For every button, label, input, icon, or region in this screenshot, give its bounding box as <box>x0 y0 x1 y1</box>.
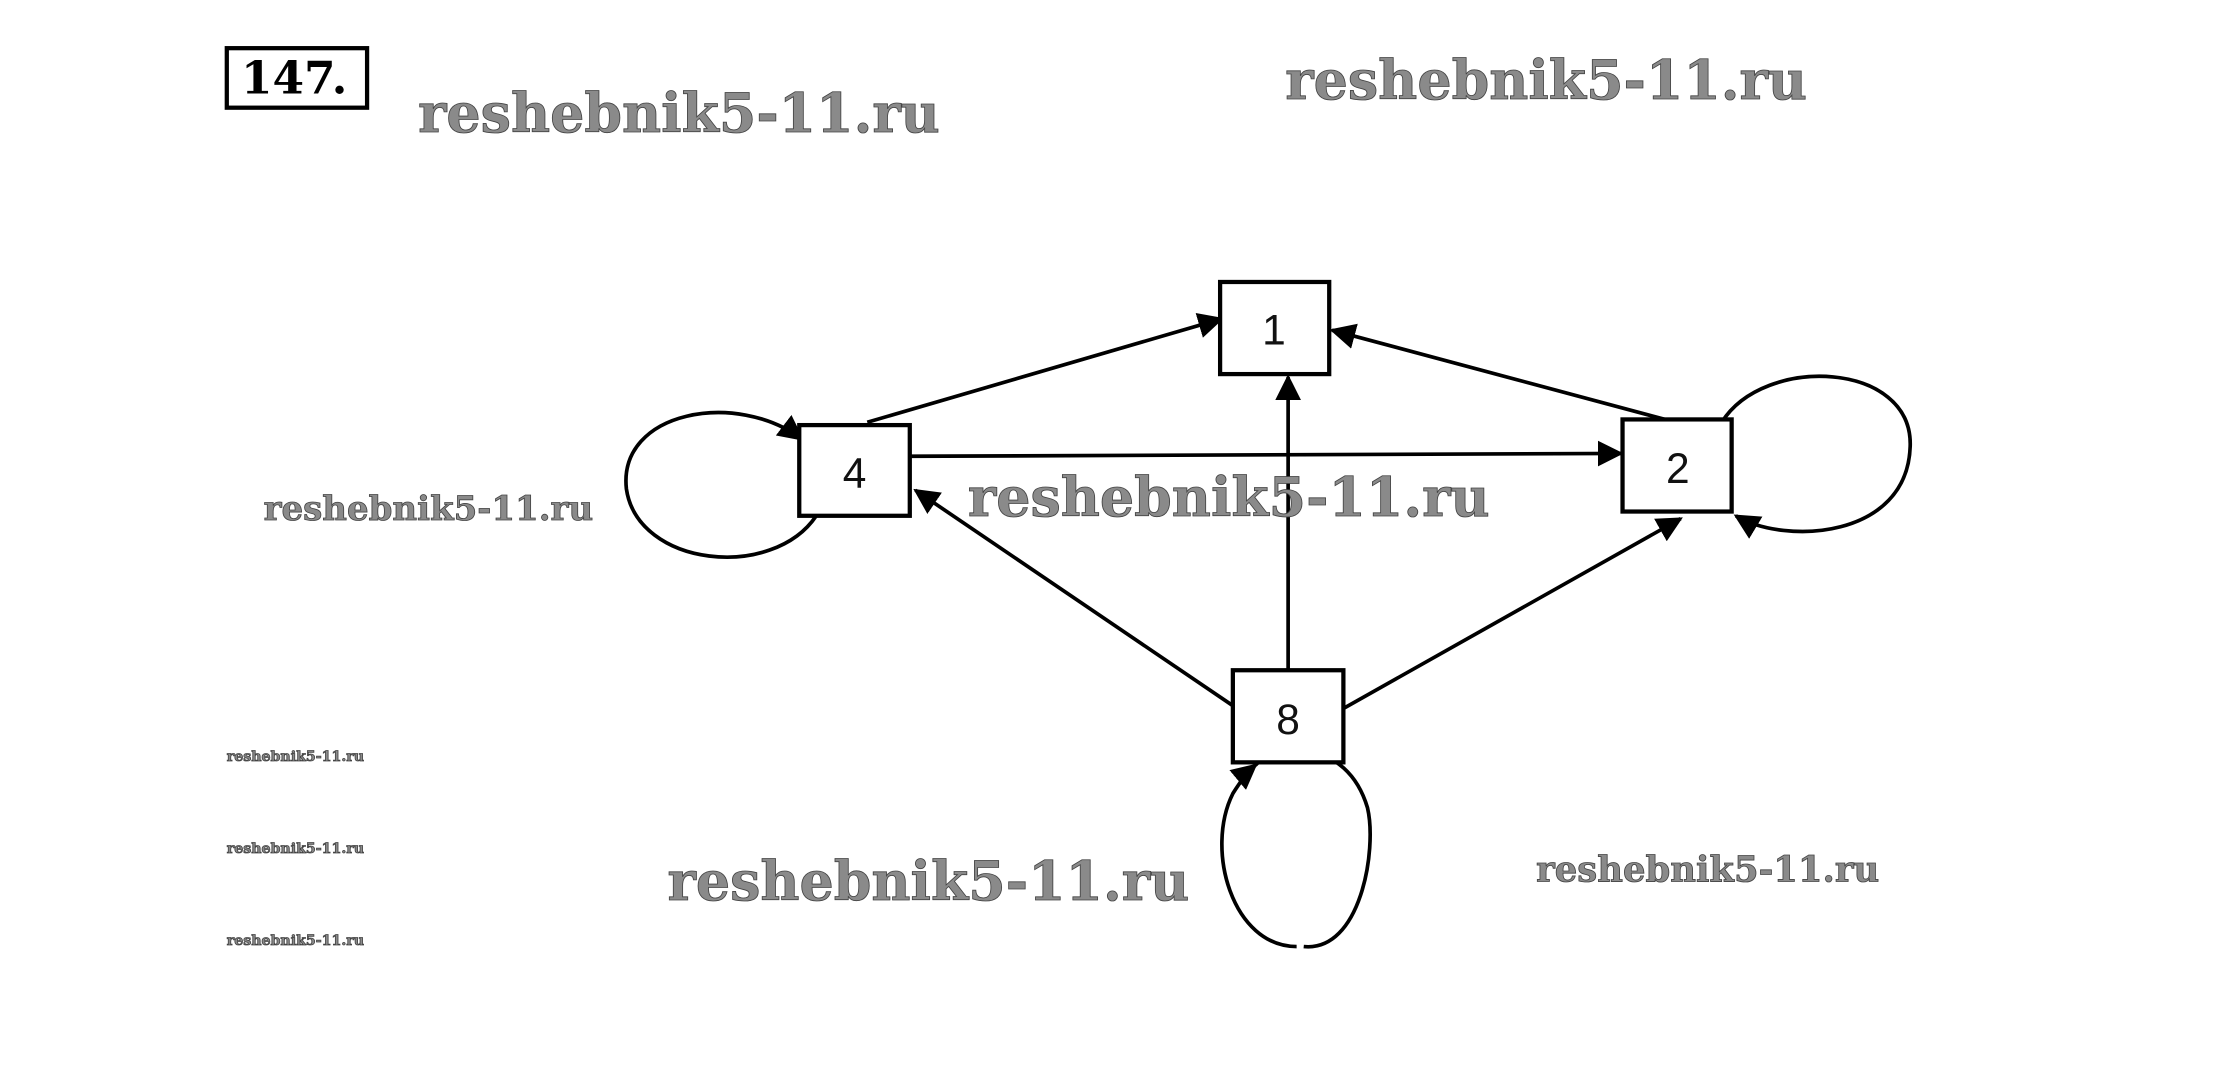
node-1-label: 1 <box>1262 307 1286 354</box>
problem-number-text: 147 <box>241 51 336 105</box>
watermark: reshebnik5-11.ru <box>227 841 364 857</box>
watermark: reshebnik5-11.ru <box>264 489 594 529</box>
loop-8-right <box>1254 748 1372 949</box>
problem-number: 147 . <box>224 46 370 110</box>
watermark: reshebnik5-11.ru <box>418 81 940 145</box>
watermark: reshebnik5-11.ru <box>1285 48 1807 112</box>
edges <box>624 312 1913 949</box>
watermark: reshebnik5-11.ru <box>667 849 1189 913</box>
watermark: reshebnik5-11.ru <box>968 465 1490 529</box>
watermark: reshebnik5-11.ru <box>227 933 364 949</box>
edge-8-to-4 <box>913 488 1234 708</box>
edge-4-to-2 <box>909 440 1624 467</box>
node-4: 4 <box>797 422 912 518</box>
edge-8-to-2 <box>1342 517 1683 711</box>
node-2-label: 2 <box>1666 446 1690 493</box>
node-8: 8 <box>1230 668 1346 765</box>
node-8-label: 8 <box>1276 697 1300 744</box>
edge-2-to-1 <box>1329 323 1666 422</box>
node-4-label: 4 <box>843 450 867 497</box>
watermark: reshebnik5-11.ru <box>227 749 364 765</box>
watermarks: reshebnik5-11.ru reshebnik5-11.ru resheb… <box>226 48 1879 950</box>
loop-8 <box>1220 763 1297 949</box>
watermark: reshebnik5-11.ru <box>1536 849 1879 890</box>
loop-4 <box>624 410 818 559</box>
edge-4-to-1 <box>866 312 1225 425</box>
problem-number-dot: . <box>332 51 348 105</box>
node-2: 2 <box>1620 417 1734 514</box>
node-1: 1 <box>1217 279 1332 377</box>
loop-2 <box>1720 374 1913 539</box>
